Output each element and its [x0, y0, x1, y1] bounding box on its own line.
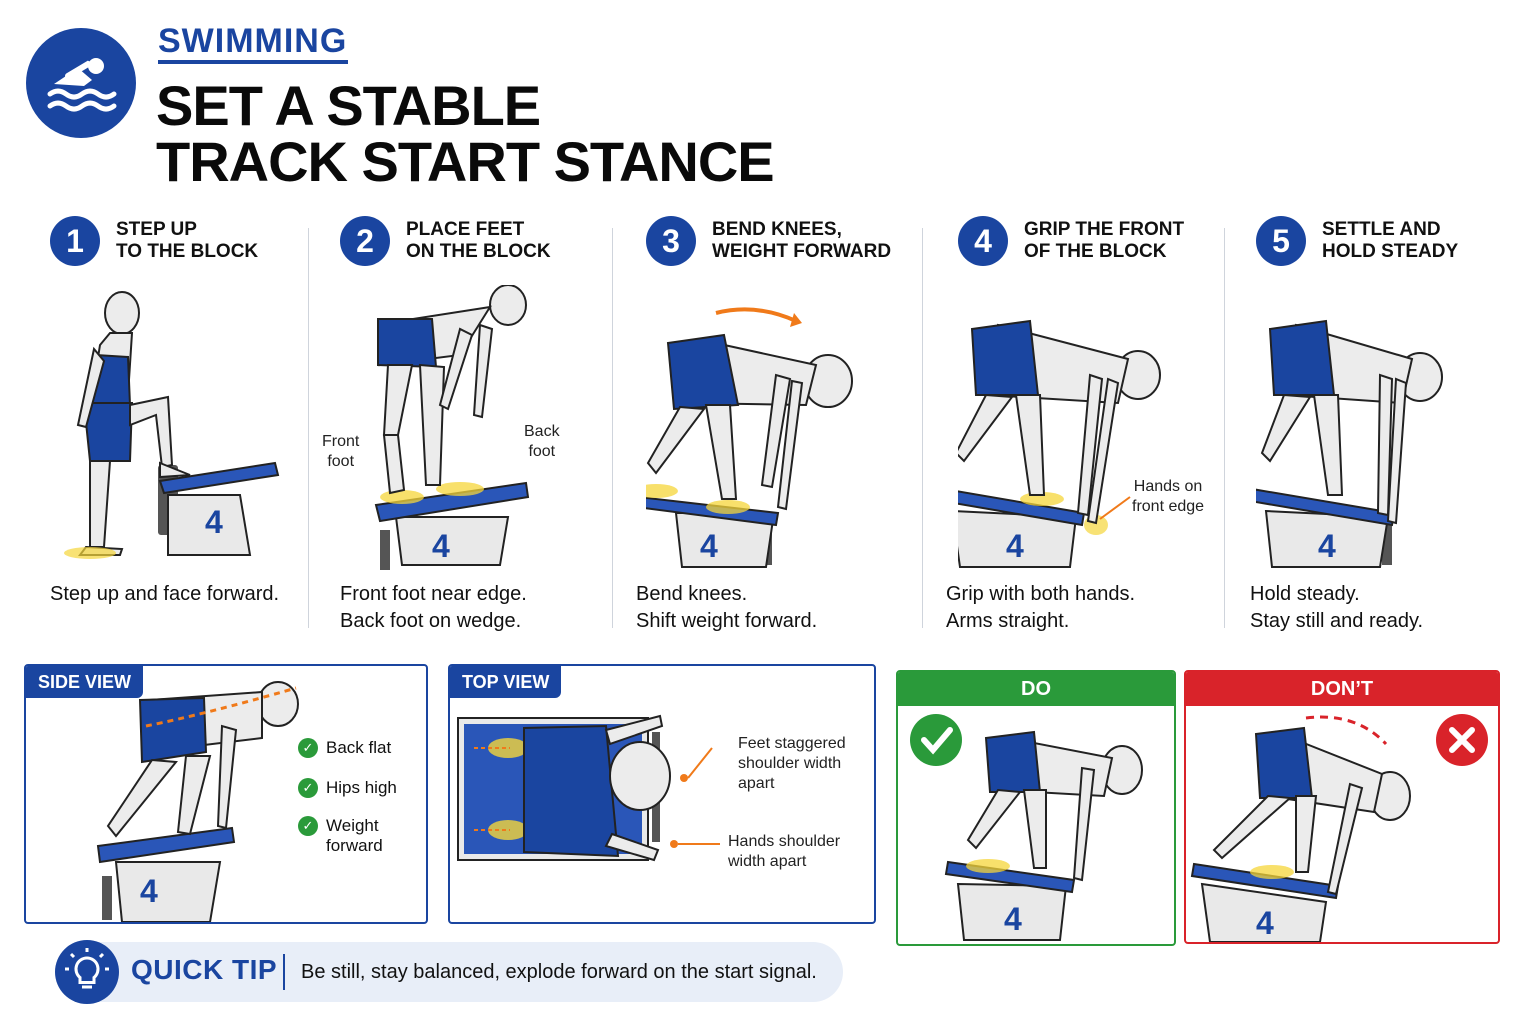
step-header: 4 GRIP THE FRONT OF THE BLOCK	[958, 215, 1224, 267]
check-icon: ✓	[298, 816, 318, 836]
check-item: ✓ Back flat	[298, 738, 416, 758]
dont-panel: 4 DON’T	[1184, 670, 1500, 944]
step-1: 1 STEP UP TO THE BLOCK 4 Step up and fac…	[50, 215, 305, 635]
block-number: 4	[205, 504, 223, 540]
step-header: 5 SETTLE AND HOLD STEADY	[1256, 215, 1522, 267]
check-icon: ✓	[298, 778, 318, 798]
title-line-2: TRACK START STANCE	[156, 130, 775, 193]
step-title: BEND KNEES, WEIGHT FORWARD	[712, 219, 912, 263]
step-divider	[308, 228, 309, 628]
hands-width-note: Hands shoulder width apart	[728, 833, 841, 870]
step-caption-line-1: Step up and face forward.	[50, 583, 280, 605]
step-header: 2 PLACE FEET ON THE BLOCK	[340, 215, 606, 267]
step-title: GRIP THE FRONT OF THE BLOCK	[1024, 219, 1224, 263]
step-caption: Bend knees. Shift weight forward.	[636, 581, 817, 635]
arrow-icon	[715, 307, 797, 323]
step-caption: Front foot near edge. Back foot on wedge…	[340, 581, 527, 635]
block-number: 4	[1004, 901, 1022, 937]
dont-header: DON’T	[1186, 672, 1498, 706]
page-title: SET A STABLE TRACK START STANCE	[156, 74, 775, 193]
swimmer-logo	[26, 28, 136, 138]
step-caption-line-1: Bend knees.	[636, 583, 748, 605]
side-view-illustration: 4	[96, 681, 299, 922]
step-title-line-1: STEP UP	[116, 219, 197, 240]
quick-tip-bar: QUICK TIP Be still, stay balanced, explo…	[55, 940, 843, 1004]
top-view-panel: TOP VIEW Feet staggered shoulder width a…	[448, 664, 876, 924]
block-number: 4	[1256, 905, 1274, 941]
step-1-illustration: 4	[64, 291, 280, 559]
block-number: 4	[1318, 528, 1336, 564]
step-caption: Hold steady. Stay still and ready.	[1250, 581, 1423, 635]
swimmer-icon	[47, 58, 117, 112]
step-caption-line-2: Back foot on wedge.	[340, 610, 522, 632]
check-icon: ✓	[298, 738, 318, 758]
block-number: 4	[700, 528, 718, 564]
step-2: 2 PLACE FEET ON THE BLOCK 4 Front foot n…	[340, 215, 610, 635]
step-title: SETTLE AND HOLD STEADY	[1322, 219, 1522, 263]
step-divider	[922, 228, 923, 628]
sport-label: SWIMMING	[158, 22, 348, 60]
step-2-illustration: 4	[374, 285, 530, 570]
block-number: 4	[432, 528, 450, 564]
dont-illustration: 4	[1190, 714, 1488, 942]
top-view-illustration	[457, 714, 720, 862]
step-header: 1 STEP UP TO THE BLOCK	[50, 215, 316, 267]
do-panel: 4 DO	[896, 670, 1176, 946]
step-title: STEP UP TO THE BLOCK	[116, 219, 316, 263]
step-title: PLACE FEET ON THE BLOCK	[406, 219, 606, 263]
step-caption-line-2: Arms straight.	[946, 610, 1070, 632]
check-item: ✓ Hips high	[298, 778, 416, 798]
step-divider	[1224, 228, 1225, 628]
step-number: 1	[50, 216, 100, 266]
step-title-line-2: OF THE BLOCK	[1024, 241, 1167, 262]
step-title-line-1: SETTLE AND	[1322, 219, 1441, 240]
front-foot-callout: Front foot	[322, 433, 360, 470]
do-illustration: 4	[910, 714, 1143, 941]
sport-underline	[158, 60, 348, 64]
block-number: 4	[1006, 528, 1024, 564]
step-number: 3	[646, 216, 696, 266]
step-caption-line-2: Shift weight forward.	[636, 610, 818, 632]
step-number: 2	[340, 216, 390, 266]
step-title-line-1: GRIP THE FRONT	[1024, 219, 1185, 240]
side-view-panel: 4 SIDE VIEW ✓ Back flat ✓ Hips high ✓ We…	[24, 664, 428, 924]
step-3: 3 BEND KNEES, WEIGHT FORWARD 4 Bend knee…	[636, 215, 916, 635]
step-number: 5	[1256, 216, 1306, 266]
back-foot-callout: Back foot	[524, 423, 560, 460]
step-caption-line-2: Stay still and ready.	[1250, 610, 1424, 632]
step-3-illustration: 4	[646, 307, 853, 568]
step-4: 4 GRIP THE FRONT OF THE BLOCK 4 Grip wit…	[946, 215, 1220, 635]
quick-tip-label: QUICK TIP	[131, 954, 278, 985]
title-line-1: SET A STABLE	[156, 74, 541, 137]
quick-tip-separator	[283, 954, 285, 990]
block-number: 4	[140, 873, 158, 909]
check-item: ✓ Weight forward	[298, 816, 416, 856]
step-caption-line-1: Hold steady.	[1250, 583, 1360, 605]
step-number: 4	[958, 216, 1008, 266]
step-header: 3 BEND KNEES, WEIGHT FORWARD	[646, 215, 912, 267]
check-icon	[910, 714, 962, 766]
step-divider	[612, 228, 613, 628]
step-5: 5 SETTLE AND HOLD STEADY 4 Hold steady. …	[1250, 215, 1516, 635]
top-view-tag: TOP VIEW	[450, 666, 562, 698]
step-5-illustration: 4	[1256, 319, 1443, 568]
step-title-line-2: WEIGHT FORWARD	[712, 241, 892, 262]
hands-edge-callout: Hands on front edge	[1132, 478, 1205, 515]
step-title-line-1: BEND KNEES,	[712, 219, 842, 240]
do-header: DO	[898, 672, 1174, 706]
step-title-line-2: ON THE BLOCK	[406, 241, 551, 262]
feet-staggered-note: Feet staggered shoulder width apart	[738, 735, 846, 792]
step-title-line-1: PLACE FEET	[406, 219, 525, 240]
step-title-line-2: TO THE BLOCK	[116, 241, 259, 262]
lightbulb-icon	[65, 948, 109, 989]
step-caption: Step up and face forward.	[50, 581, 279, 608]
quick-tip-text: Be still, stay balanced, explode forward…	[301, 961, 817, 983]
step-caption-line-1: Grip with both hands.	[946, 583, 1135, 605]
side-view-tag: SIDE VIEW	[26, 666, 144, 698]
step-caption: Grip with both hands. Arms straight.	[946, 581, 1135, 635]
step-caption-line-1: Front foot near edge.	[340, 583, 527, 605]
lightbulb-icon-circle	[55, 940, 119, 1004]
step-title-line-2: HOLD STEADY	[1322, 241, 1459, 262]
step-4-illustration: 4	[958, 319, 1161, 568]
